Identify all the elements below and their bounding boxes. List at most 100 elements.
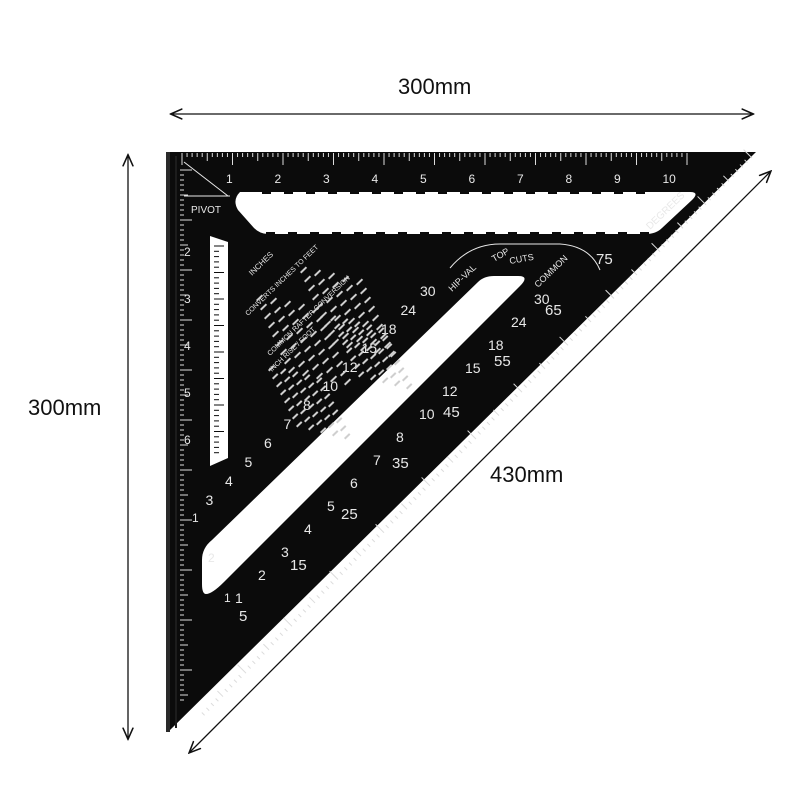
table-glyph (327, 401, 335, 408)
diagonal-tick (275, 637, 279, 641)
lower-notch (332, 232, 341, 238)
diagonal-tick (431, 477, 435, 482)
diagonal-tick (574, 332, 578, 337)
common-number: 24 (511, 314, 527, 330)
diagonal-tick (217, 690, 224, 697)
degree-number: 25 (341, 506, 358, 523)
diagonal-tick (693, 211, 698, 215)
diagonal-tick (620, 285, 624, 290)
diagonal-tick (509, 398, 514, 402)
lower-notch (398, 232, 407, 238)
table-glyph (296, 327, 304, 335)
table-glyph (271, 330, 280, 338)
diagonal-tick (606, 300, 610, 304)
table-glyph (270, 297, 278, 305)
table-glyph (354, 302, 362, 310)
common-number: 15 (465, 360, 481, 376)
diagonal-tick (723, 175, 730, 182)
upper-notch (284, 188, 293, 194)
diagonal-tick (744, 159, 748, 164)
table-glyph (342, 332, 350, 340)
table-glyph (397, 367, 405, 374)
lower-notch (266, 232, 275, 238)
table-glyph (299, 408, 307, 415)
diagonal-tick (329, 570, 339, 580)
table-glyph (406, 383, 413, 390)
table-glyph (323, 414, 331, 421)
table-glyph (373, 347, 382, 355)
upper-notch (592, 188, 601, 194)
common-number: 1 (235, 590, 243, 606)
top-number: 2 (275, 172, 282, 186)
table-glyph (283, 397, 291, 404)
table-glyph (332, 430, 339, 437)
table-glyph (311, 390, 319, 397)
diagonal-tick (605, 289, 615, 299)
scale-label-cuts: CUTS (509, 252, 535, 266)
table-glyph (322, 287, 330, 295)
table-glyph (350, 293, 358, 301)
hip-number: 8 (303, 397, 311, 413)
lower-notch (486, 232, 495, 238)
diagonal-tick (293, 618, 297, 623)
table-glyph (296, 400, 303, 407)
table-glyph (290, 342, 298, 350)
table-glyph (264, 312, 272, 320)
conversion-table-glyphs (256, 266, 413, 440)
table-glyph (365, 329, 374, 337)
lower-notch (310, 232, 319, 238)
table-glyph (393, 380, 401, 387)
upper-notch (526, 188, 535, 194)
lower-notch (618, 232, 627, 238)
table-glyph (296, 379, 303, 386)
table-glyph (324, 320, 332, 328)
upper-notch (504, 188, 513, 194)
diagonal-tick (422, 487, 426, 491)
diagonal-tick (206, 707, 210, 711)
table-glyph (292, 318, 300, 326)
table-glyph (320, 311, 328, 319)
upper-notch (262, 188, 271, 194)
diagonal-tick (284, 627, 288, 632)
upper-notch (460, 188, 469, 194)
table-glyph (340, 369, 348, 377)
diagonal-tick (482, 426, 486, 430)
table-glyph (292, 413, 299, 420)
table-glyph (348, 317, 356, 325)
table-glyph (362, 337, 369, 344)
diagonal-tick (325, 585, 330, 590)
diagonal-tick (661, 243, 665, 248)
table-glyph (346, 326, 353, 333)
diagonal-tick (629, 276, 633, 281)
table-glyph (365, 324, 373, 331)
table-glyph (382, 335, 389, 342)
diagonal-tick (505, 403, 509, 407)
diagonal-tick (698, 206, 702, 210)
table-glyph (388, 350, 396, 358)
table-glyph (316, 398, 323, 405)
hip-number: 3 (206, 492, 214, 508)
diagonal-tick (298, 613, 302, 618)
table-glyph (386, 364, 393, 371)
common-number: 10 (419, 406, 435, 422)
table-glyph (318, 278, 326, 286)
diagonal-tick (309, 596, 316, 604)
diagonal-tick (362, 548, 366, 552)
upper-notch (548, 188, 557, 194)
table-glyph (343, 433, 351, 440)
table-glyph (304, 345, 312, 353)
table-glyph (300, 266, 308, 274)
left-number: 3 (184, 292, 191, 306)
table-glyph (332, 281, 340, 289)
diagonal-tick (578, 328, 583, 332)
diagonal-tick (302, 609, 307, 613)
diagonal-tick (339, 571, 343, 576)
table-glyph (332, 351, 340, 359)
hip-number: 4 (225, 473, 233, 489)
table-glyph (298, 360, 306, 368)
table-glyph (370, 338, 378, 346)
lower-notch (442, 232, 451, 238)
table-glyph (304, 416, 311, 423)
left-dimension-label: 300mm (28, 395, 102, 420)
